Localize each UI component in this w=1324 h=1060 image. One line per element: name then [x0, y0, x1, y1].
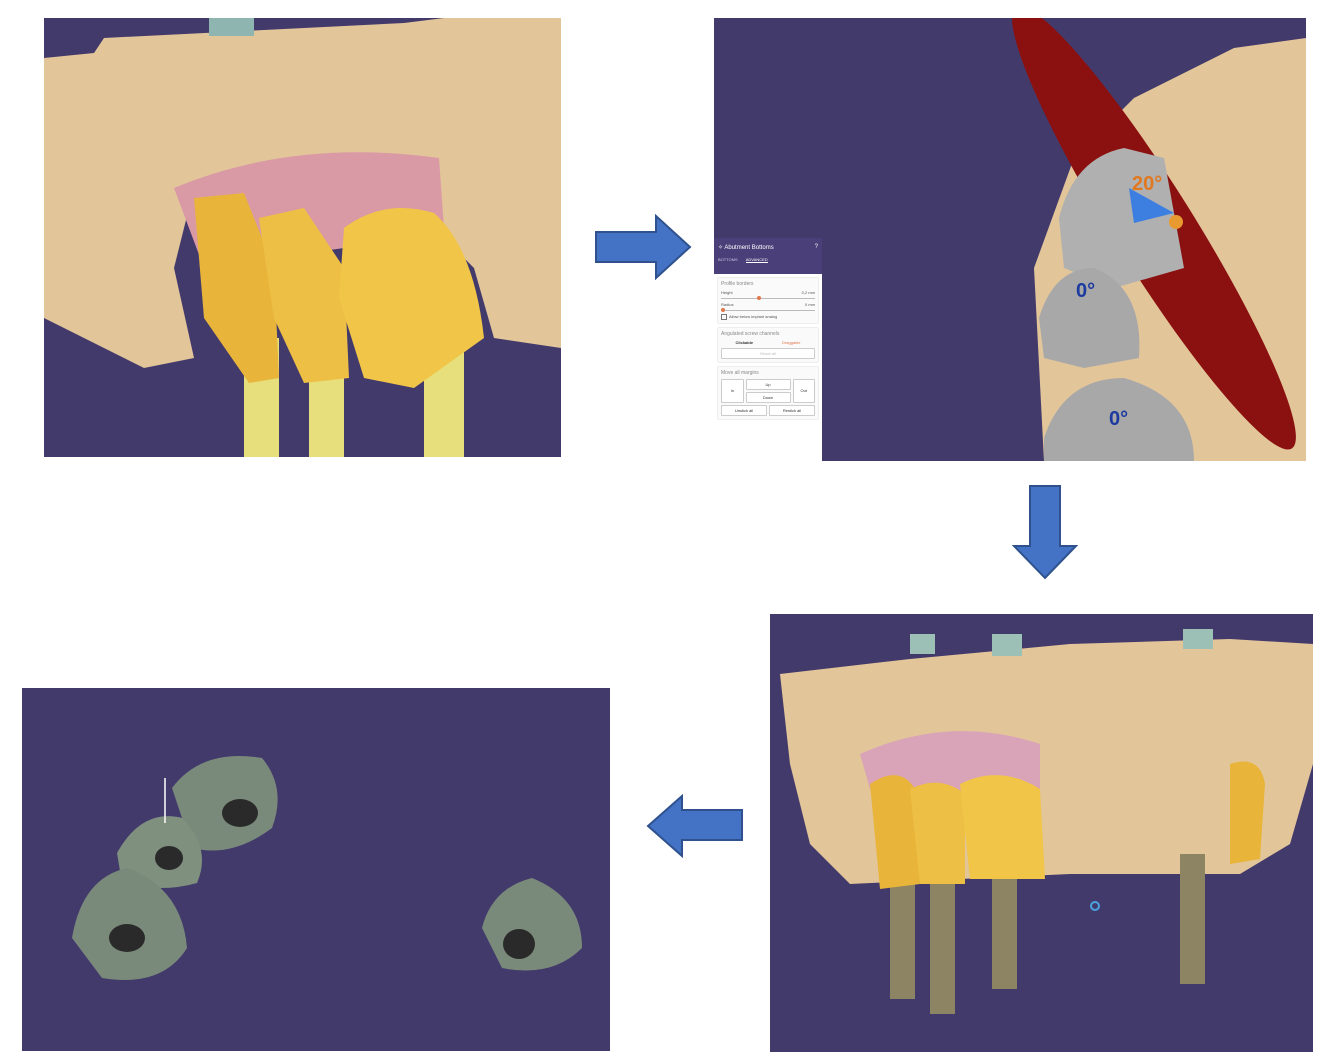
allow-below-checkbox[interactable]: [721, 314, 727, 320]
in-button[interactable]: In: [721, 379, 744, 403]
panel-bridge-on-model: [770, 614, 1313, 1052]
screw-channel-view: [1012, 18, 1306, 461]
section-title: Angulated screw channels: [721, 331, 780, 337]
draggable-option[interactable]: Draggable: [782, 340, 801, 345]
panel-crowns-on-model: [44, 18, 561, 457]
angle-label-2: 0°: [1076, 280, 1096, 302]
restick-all-button[interactable]: Restick all: [769, 405, 815, 416]
tab-bottoms[interactable]: BOTTOMS: [718, 257, 738, 262]
tab-advanced[interactable]: ADVANCED: [745, 257, 768, 263]
clickable-option[interactable]: Clickable: [735, 340, 754, 345]
arrow-left-icon: [646, 794, 743, 858]
abutments-view: [72, 756, 582, 980]
radius-slider[interactable]: [721, 308, 815, 312]
panel-screw-channels: 20° 0° 0° ✧ Abutment Bottoms? BOTTOMS AD…: [714, 18, 1306, 461]
arrow-down-icon: [1012, 485, 1078, 580]
arrow-right-icon: [595, 214, 692, 280]
up-button[interactable]: Up: [745, 379, 791, 390]
dental-model-view: [44, 18, 561, 457]
help-icon[interactable]: ?: [814, 244, 818, 250]
panel-milled-abutments: [22, 688, 610, 1051]
abutment-bottoms-panel: ✧ Abutment Bottoms? BOTTOMS ADVANCED Pro…: [714, 238, 822, 461]
wand-icon: ✧: [718, 245, 725, 251]
out-button[interactable]: Out: [792, 379, 815, 403]
section-title: Move all margins: [721, 370, 759, 376]
checkbox-label: Allow below implant analog: [729, 314, 778, 319]
section-title: Profile borders: [721, 281, 754, 287]
reset-all-button[interactable]: Reset all: [721, 348, 815, 359]
height-value[interactable]: 0,2 mm: [801, 290, 815, 295]
radius-label: Radius: [721, 302, 734, 307]
angle-label-main: 20°: [1132, 173, 1163, 195]
unstick-all-button[interactable]: Unstick all: [721, 405, 767, 416]
down-button[interactable]: Down: [745, 392, 791, 403]
height-label: Height: [721, 290, 733, 295]
radius-value[interactable]: 0 mm: [805, 302, 815, 307]
bridge-model-view: [780, 629, 1313, 1014]
height-slider[interactable]: [721, 296, 815, 300]
move-margins-section: Move all margins In Up Out Down Unstick …: [717, 366, 819, 420]
screw-channels-section: Angulated screw channels Clickable Dragga…: [717, 327, 819, 363]
angle-label-3: 0°: [1109, 408, 1129, 430]
panel-title: Abutment Bottoms: [724, 245, 774, 251]
